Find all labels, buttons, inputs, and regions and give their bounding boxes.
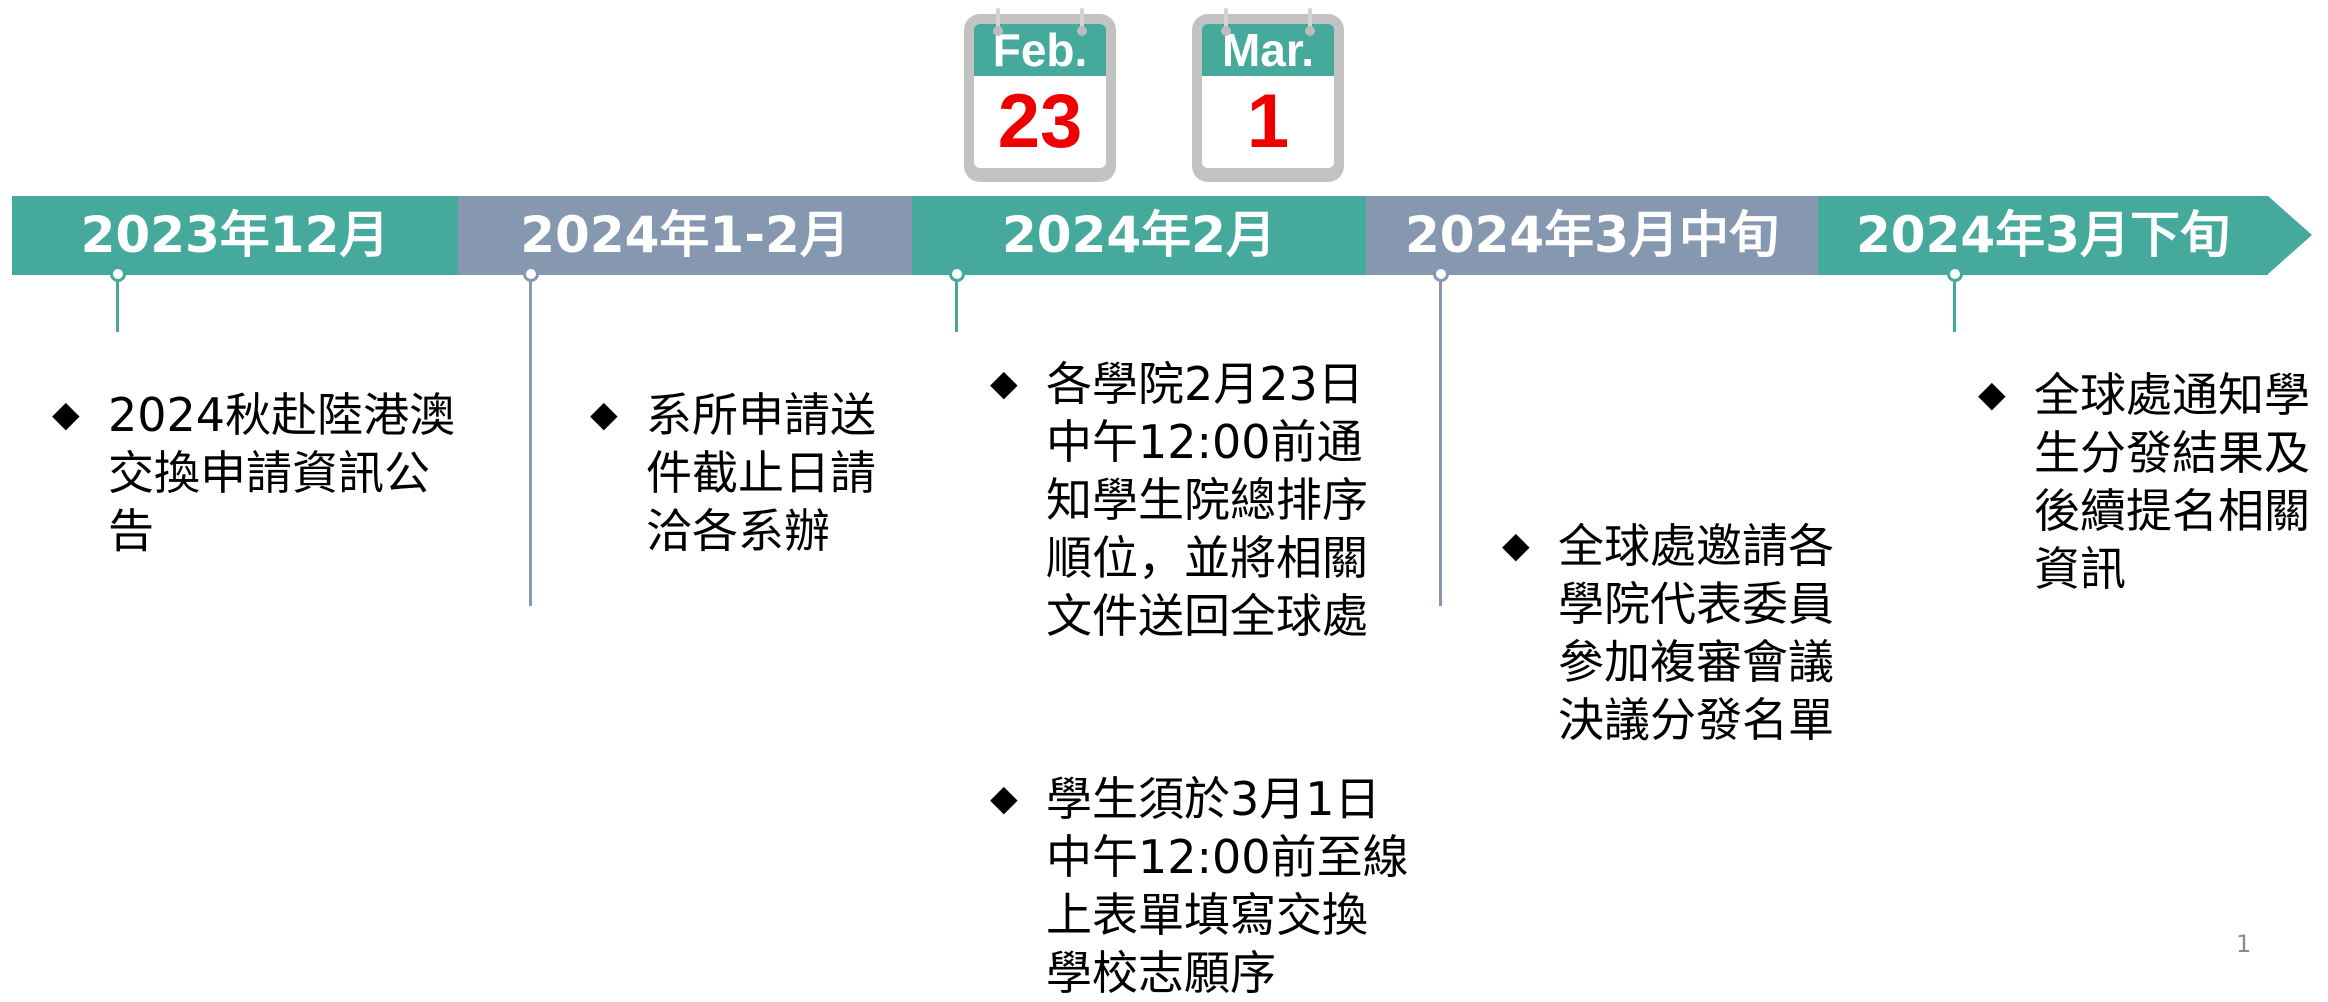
timeline-phase-2: 2024年1-2月	[458, 196, 912, 275]
event-text: 全球處通知學 生分發結果及 後續提名相關 資訊	[2034, 368, 2310, 596]
connector-dot	[949, 266, 965, 282]
event-item: ◆ 系所申請送 件截止日請 洽各系辦	[590, 386, 910, 560]
diamond-bullet-icon: ◆	[590, 394, 618, 435]
connector-dot	[110, 266, 126, 282]
timeline-phase-5: 2024年3月下旬	[1818, 196, 2268, 275]
connector-dot	[1947, 266, 1963, 282]
timeline-phase-1: 2023年12月	[12, 196, 458, 275]
event-item: ◆ 各學院2月23日 中午12:00前通 知學生院總排序 順位，並將相關 文件送…	[990, 355, 1430, 645]
event-item: ◆ 全球處邀請各 學院代表委員 參加複審會議 決議分發名單	[1502, 517, 1882, 749]
calendar-day: 1	[1246, 79, 1290, 164]
diamond-bullet-icon: ◆	[52, 394, 80, 435]
event-text: 系所申請送 件截止日請 洽各系辦	[646, 388, 876, 558]
timeline-arrowhead	[2268, 196, 2312, 274]
diamond-bullet-icon: ◆	[1502, 525, 1530, 566]
timeline-phase-3: 2024年2月	[912, 196, 1366, 275]
connector-line	[955, 272, 958, 332]
calendar-icon-mar: Mar. 1	[1192, 8, 1344, 182]
calendar-day: 23	[997, 79, 1083, 164]
connector-line	[529, 272, 532, 606]
event-text: 學生須於3月1日 中午12:00前至線 上表單填寫交換 學校志願序	[1046, 772, 1409, 1000]
calendar-icon-feb: Feb. 23	[964, 8, 1116, 182]
connector-line	[1953, 272, 1956, 332]
diamond-bullet-icon: ◆	[990, 363, 1018, 404]
page-number: 1	[2236, 930, 2252, 958]
event-text: 各學院2月23日 中午12:00前通 知學生院總排序 順位，並將相關 文件送回全…	[1046, 357, 1368, 643]
event-text: 2024秋赴陸港澳 交換申請資訊公 告	[108, 388, 456, 558]
timeline-phase-4: 2024年3月中旬	[1366, 196, 1818, 275]
event-item: ◆ 全球處通知學 生分發結果及 後續提名相關 資訊	[1978, 366, 2328, 598]
event-text: 全球處邀請各 學院代表委員 參加複審會議 決議分發名單	[1558, 519, 1834, 747]
event-item: ◆ 學生須於3月1日 中午12:00前至線 上表單填寫交換 學校志願序	[990, 770, 1430, 1002]
connector-line	[1439, 272, 1442, 606]
event-item: ◆ 2024秋赴陸港澳 交換申請資訊公 告	[52, 386, 472, 560]
connector-dot	[1433, 266, 1449, 282]
connector-line	[116, 272, 119, 332]
diamond-bullet-icon: ◆	[990, 778, 1018, 819]
diamond-bullet-icon: ◆	[1978, 374, 2006, 415]
connector-dot	[523, 266, 539, 282]
